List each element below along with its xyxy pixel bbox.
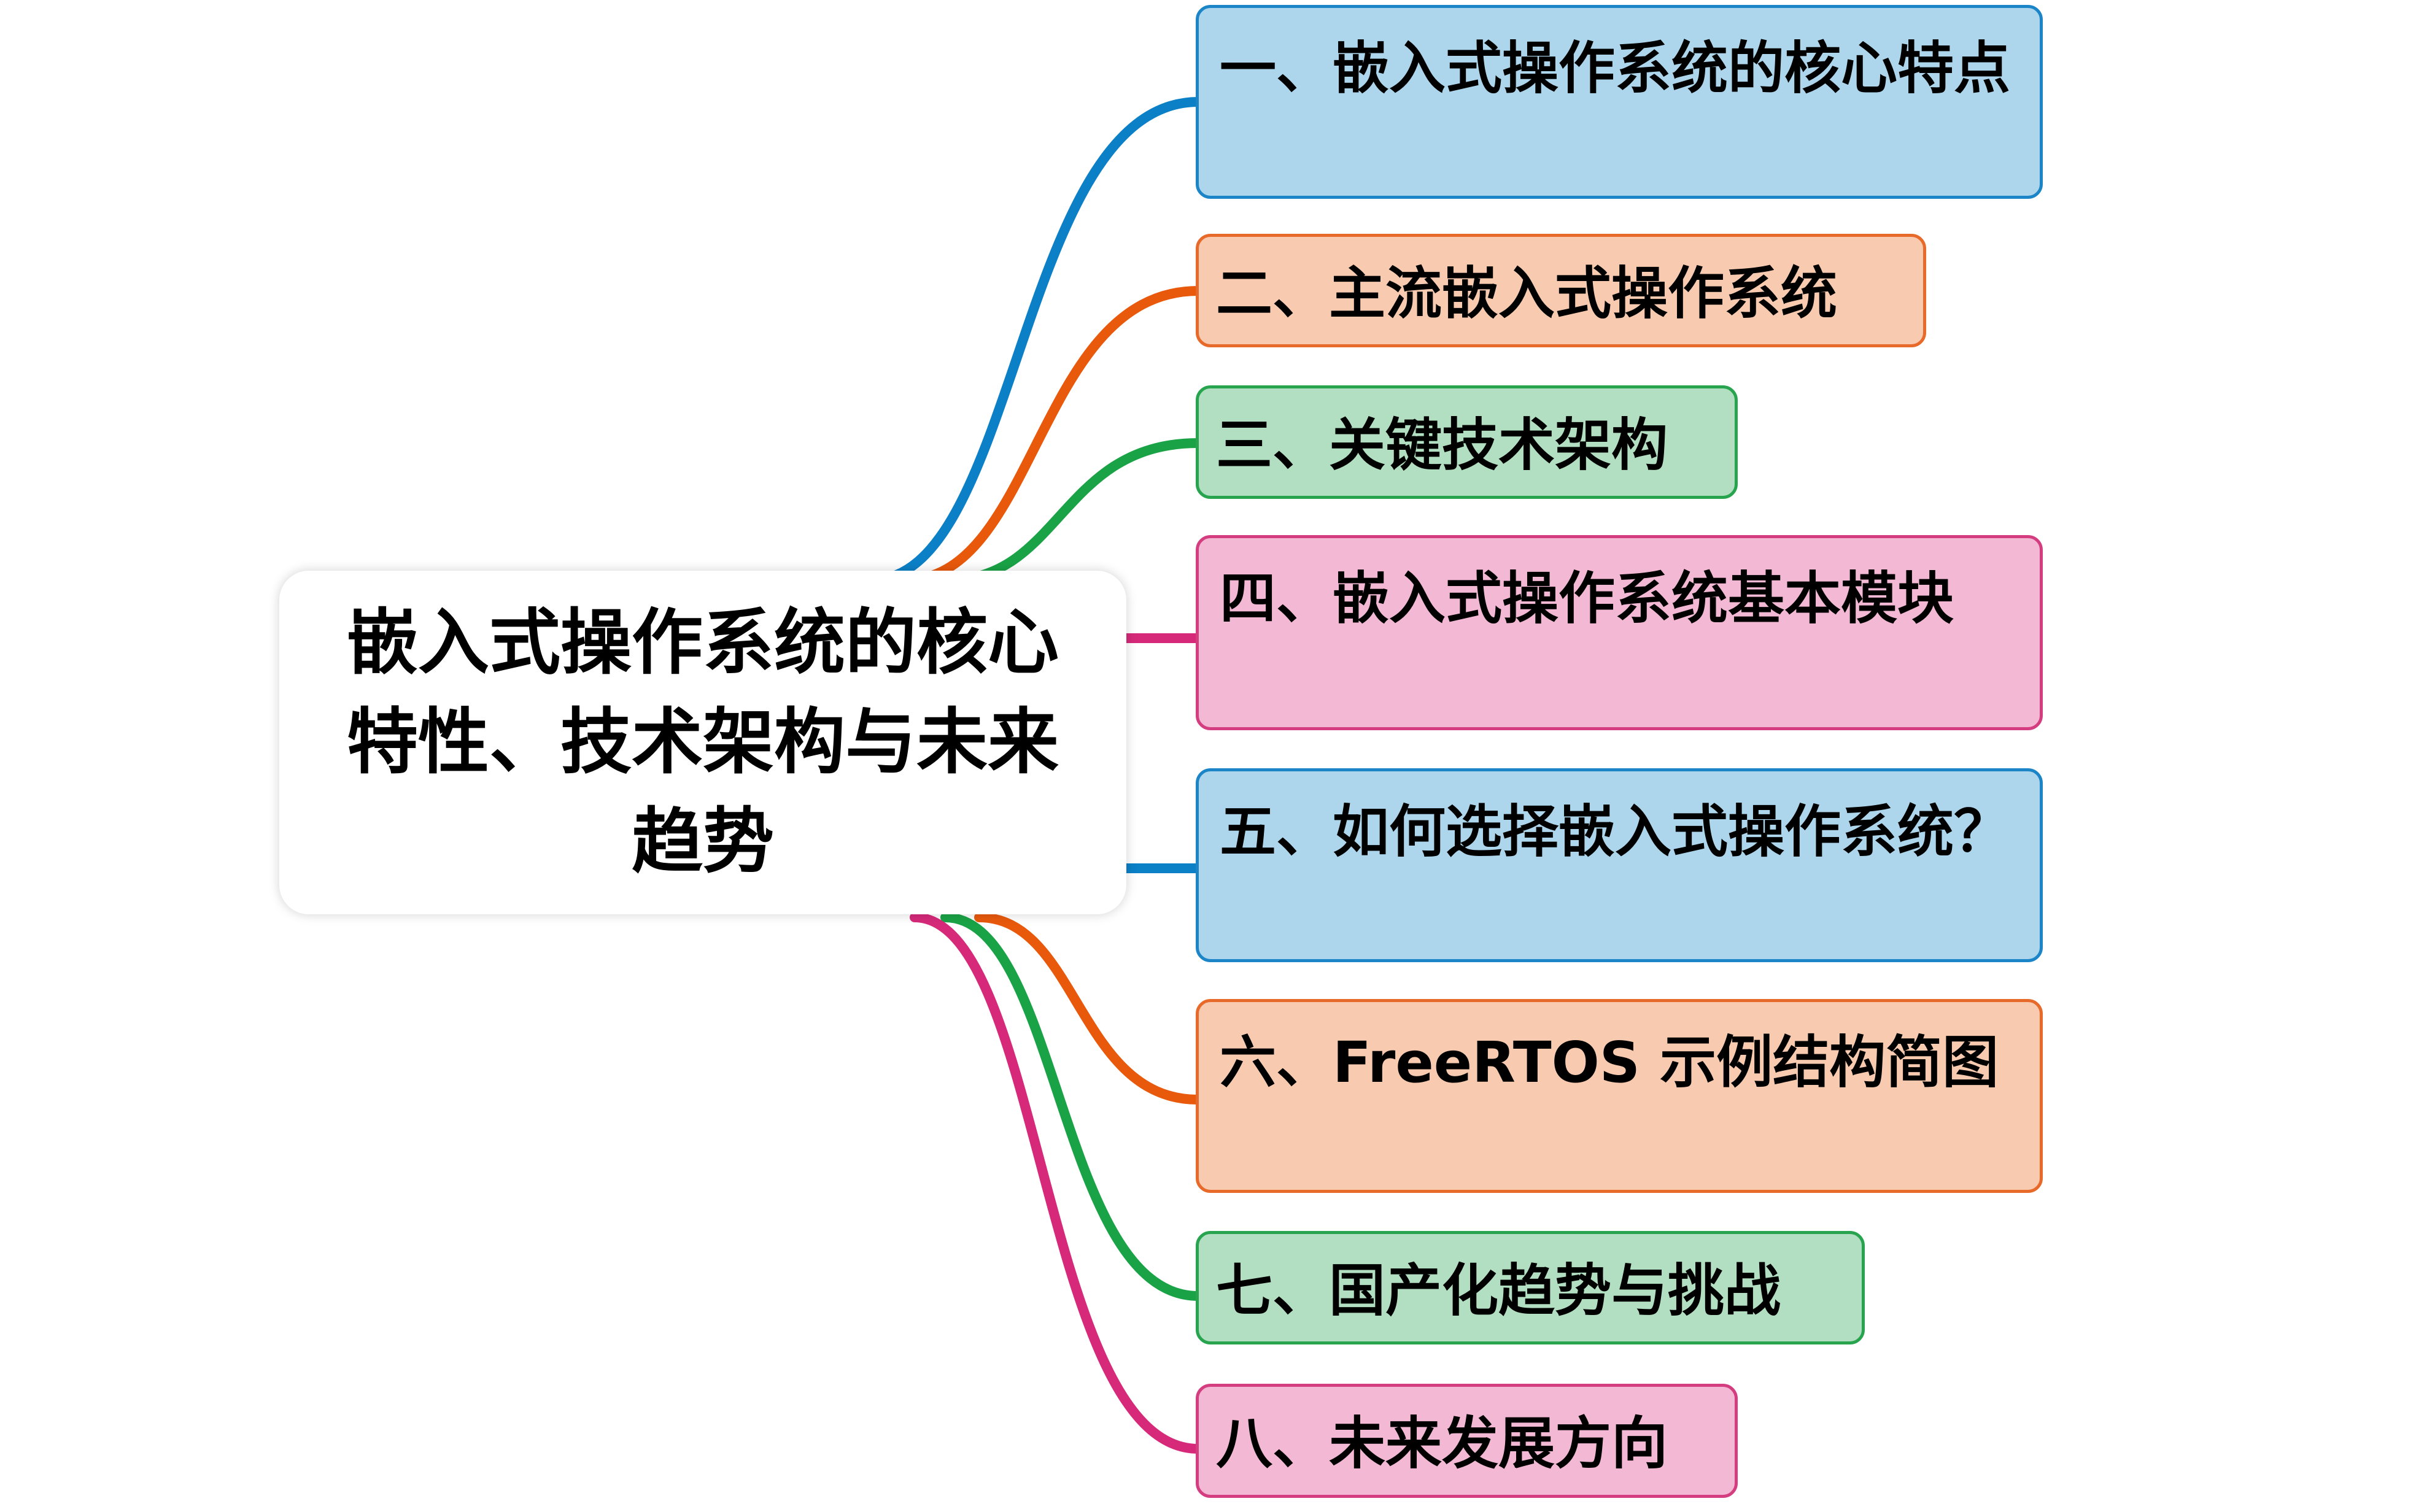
branch-node-4[interactable]: 四、嵌入式操作系统基本模块 — [1196, 535, 2043, 730]
branch-label-8: 八、未来发展方向 — [1216, 1411, 1668, 1476]
connector-line-3 — [943, 438, 1203, 585]
branch-node-8[interactable]: 八、未来发展方向 — [1196, 1384, 1738, 1498]
branch-node-3[interactable]: 三、关键技术架构 — [1196, 385, 1738, 499]
root-topic-node[interactable]: 嵌入式操作系统的核心特性、技术架构与未来趋势 — [279, 571, 1126, 914]
branch-node-7[interactable]: 七、国产化趋势与挑战 — [1196, 1231, 1865, 1344]
branch-node-6[interactable]: 六、FreeRTOS 示例结构简图 — [1196, 999, 2043, 1193]
branch-node-1[interactable]: 一、嵌入式操作系统的核心特点 — [1196, 5, 2043, 199]
connector-line-2 — [900, 286, 1203, 585]
branch-label-3: 三、关键技术架构 — [1216, 412, 1668, 478]
connector-line-7 — [940, 912, 1203, 1301]
connector-line-8 — [910, 912, 1203, 1454]
branch-label-1: 一、嵌入式操作系统的核心特点 — [1220, 36, 2011, 101]
branch-node-5[interactable]: 五、如何选择嵌入式操作系统？ — [1196, 768, 2043, 962]
branch-label-6: 六、FreeRTOS 示例结构简图 — [1220, 1030, 1999, 1095]
connector-line-6 — [974, 912, 1203, 1105]
branch-label-5: 五、如何选择嵌入式操作系统？ — [1220, 799, 2011, 865]
connector-line-1 — [867, 97, 1203, 585]
branch-label-7: 七、国产化趋势与挑战 — [1216, 1258, 1781, 1324]
branch-label-2: 二、主流嵌入式操作系统 — [1216, 261, 1838, 326]
root-topic-title: 嵌入式操作系统的核心特性、技术架构与未来趋势 — [347, 601, 1059, 883]
branch-node-2[interactable]: 二、主流嵌入式操作系统 — [1196, 234, 1926, 347]
branch-label-4: 四、嵌入式操作系统基本模块 — [1220, 566, 1954, 631]
